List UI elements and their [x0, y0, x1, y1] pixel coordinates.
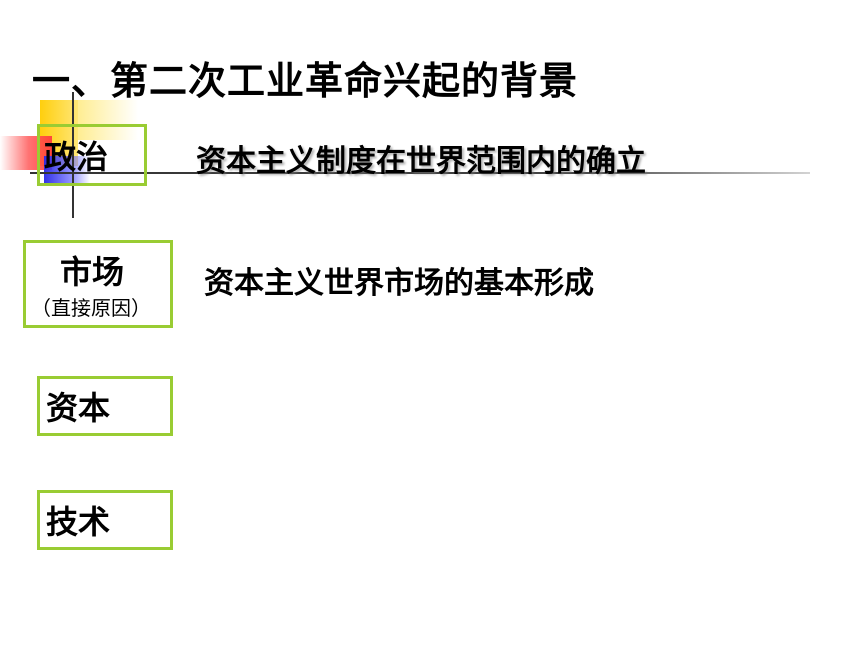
politics-box — [37, 124, 147, 186]
decorative-red-block — [0, 136, 52, 170]
capital-box — [37, 376, 173, 436]
decorative-yellow-fade — [78, 100, 138, 140]
market-sublabel: （直接原因） — [31, 296, 151, 320]
decorative-vertical-line — [72, 92, 74, 218]
decorative-blue-block — [44, 156, 90, 186]
market-label: 市场 — [60, 253, 125, 291]
decorative-horizontal-line — [30, 172, 810, 174]
politics-description: 资本主义制度在世界范围内的确立 — [196, 144, 646, 179]
market-box — [23, 240, 173, 328]
slide-title: 一、第二次工业革命兴起的背景 — [32, 59, 579, 103]
market-description: 资本主义世界市场的基本形成 — [204, 266, 594, 301]
technology-label: 技术 — [46, 503, 111, 541]
capital-label: 资本 — [46, 389, 111, 427]
technology-box — [37, 490, 173, 550]
politics-label: 政治 — [44, 138, 109, 176]
